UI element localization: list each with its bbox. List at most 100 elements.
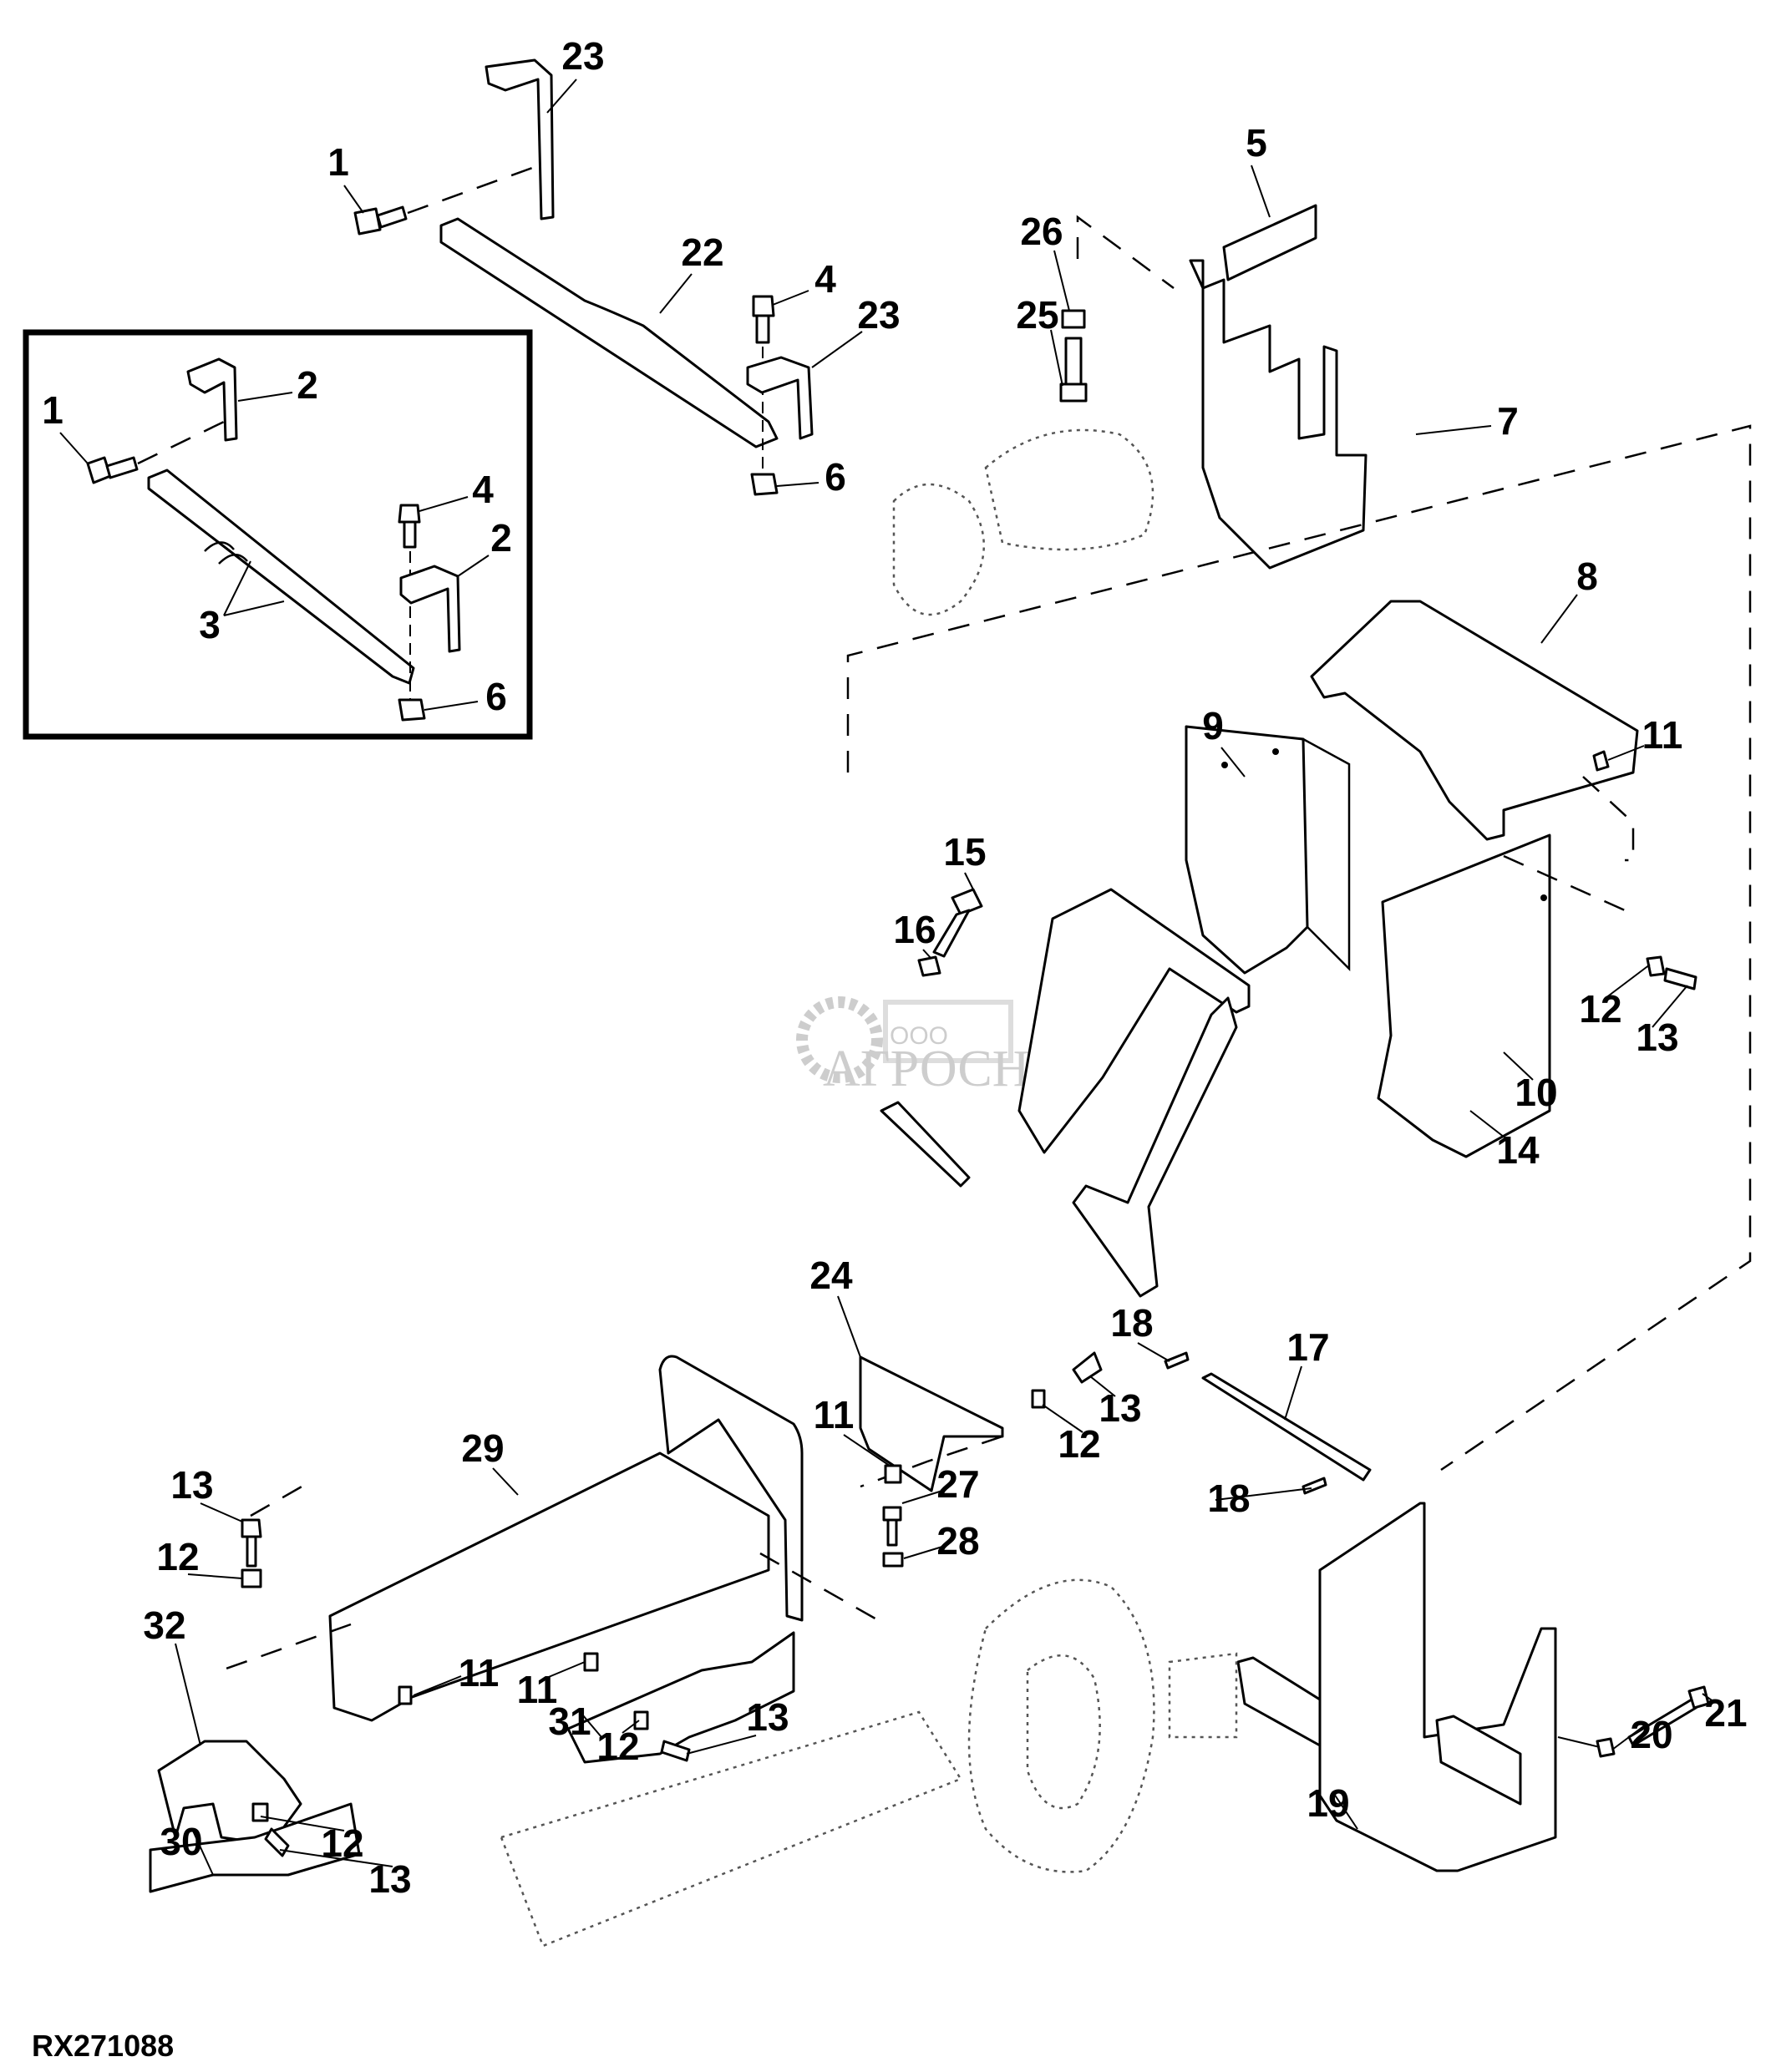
bolt-13-head <box>241 1518 262 1538</box>
callout-11[interactable]: 11 <box>517 1668 558 1711</box>
hole <box>1540 894 1547 901</box>
frame-14-top <box>1017 888 1251 1154</box>
ghosted-gearbox <box>967 1578 1155 1873</box>
bolt-13 <box>264 1827 290 1857</box>
bolt-15-head <box>951 888 983 916</box>
frame-14-foot <box>880 1101 971 1188</box>
panel-9 <box>1185 725 1309 975</box>
shield-31 <box>566 1631 795 1764</box>
callout-24[interactable]: 24 <box>809 1254 853 1297</box>
callout-11[interactable]: 11 <box>814 1393 855 1436</box>
callout-13[interactable]: 13 <box>368 1857 411 1901</box>
callout-30[interactable]: 30 <box>160 1820 202 1863</box>
callout-leaders <box>59 79 1715 1876</box>
ghosted-driveline <box>892 428 1154 616</box>
clip-nut-11 <box>583 1652 599 1672</box>
callout-27[interactable]: 27 <box>936 1462 979 1506</box>
washer-12 <box>1646 955 1666 977</box>
shield-29-flange <box>658 1355 804 1622</box>
inset-frame <box>23 329 533 740</box>
ghosted-flange <box>1168 1652 1238 1739</box>
strap-3 <box>147 469 415 685</box>
callout-6[interactable]: 6 <box>485 675 507 718</box>
callout-21[interactable]: 21 <box>1704 1691 1747 1735</box>
callout-8[interactable]: 8 <box>1576 555 1598 598</box>
callout-28[interactable]: 28 <box>936 1519 979 1563</box>
washer-12 <box>251 1802 269 1822</box>
bolt-27-shank <box>886 1518 898 1547</box>
callout-14[interactable]: 14 <box>1496 1128 1540 1172</box>
callout-16[interactable]: 16 <box>893 908 936 951</box>
callout-11[interactable]: 11 <box>459 1651 500 1695</box>
callout-29[interactable]: 29 <box>461 1426 504 1470</box>
callout-32[interactable]: 32 <box>143 1603 185 1647</box>
nut-6-top <box>750 473 779 496</box>
gear-icon <box>796 996 883 1083</box>
callout-31[interactable]: 31 <box>548 1700 591 1743</box>
guard-5 <box>1222 204 1317 281</box>
callout-18[interactable]: 18 <box>1110 1301 1153 1345</box>
bolt-1-top-head <box>353 207 382 236</box>
callout-13[interactable]: 13 <box>1099 1386 1141 1430</box>
callout-12[interactable]: 12 <box>596 1725 639 1768</box>
assembly-line <box>1076 215 1175 290</box>
callout-4[interactable]: 4 <box>814 257 836 301</box>
washer-26 <box>1061 309 1086 329</box>
callout-12[interactable]: 12 <box>1058 1422 1100 1466</box>
callout-2[interactable]: 2 <box>490 516 512 560</box>
callout-12[interactable]: 12 <box>156 1535 199 1578</box>
callout-17[interactable]: 17 <box>1286 1325 1329 1369</box>
callout-23[interactable]: 23 <box>857 293 900 337</box>
callout-4[interactable]: 4 <box>472 468 494 511</box>
callout-25[interactable]: 25 <box>1016 293 1058 337</box>
ghosted-axle <box>500 1578 1238 1948</box>
callout-7[interactable]: 7 <box>1497 399 1519 443</box>
bracket-19 <box>1318 1502 1557 1872</box>
bolt-13-shank <box>246 1535 257 1568</box>
callout-19[interactable]: 19 <box>1307 1781 1349 1825</box>
callout-12[interactable]: 12 <box>321 1821 363 1865</box>
panel-10 <box>1377 833 1551 1158</box>
rod-17 <box>1201 1372 1372 1482</box>
nut-16 <box>917 955 941 977</box>
bolt-4-top-shank <box>755 314 770 344</box>
callout-6[interactable]: 6 <box>825 455 846 499</box>
bolt-13 <box>1663 967 1697 990</box>
callout-26[interactable]: 26 <box>1020 210 1063 253</box>
support-bar-22 <box>439 217 779 448</box>
cover-8 <box>1310 600 1639 841</box>
bolt-21-head <box>1687 1685 1710 1710</box>
callout-1[interactable]: 1 <box>42 388 63 432</box>
assembly-line <box>137 420 225 465</box>
callout-10[interactable]: 10 <box>1515 1071 1557 1114</box>
shield-7 <box>1189 259 1368 570</box>
inset-assembly <box>86 357 461 722</box>
callout-3[interactable]: 3 <box>199 603 221 646</box>
callout-12[interactable]: 12 <box>1579 987 1621 1031</box>
panel-edge <box>1302 737 1351 972</box>
bolt-4-head <box>398 504 421 524</box>
callout-13[interactable]: 13 <box>1636 1016 1678 1059</box>
pin-18-lower <box>1302 1477 1327 1495</box>
callout-15[interactable]: 15 <box>943 830 986 874</box>
callout-1[interactable]: 1 <box>327 140 349 184</box>
assembly-envelope-line <box>846 424 1752 1472</box>
combine-harvester-icon <box>883 1000 1013 1063</box>
clip-nut-11 <box>884 1464 902 1484</box>
callout-20[interactable]: 20 <box>1630 1713 1672 1756</box>
washer-12-right <box>1031 1389 1046 1409</box>
bracket-23-upper <box>485 58 555 220</box>
washer-20 <box>1596 1737 1616 1758</box>
bolt-13-right <box>1072 1351 1103 1384</box>
callout-5[interactable]: 5 <box>1246 121 1267 165</box>
callout-13[interactable]: 13 <box>746 1695 789 1739</box>
callout-23[interactable]: 23 <box>561 34 604 78</box>
clip-nut-11 <box>398 1685 413 1705</box>
callout-9[interactable]: 9 <box>1202 704 1224 747</box>
ghosted-gear <box>1026 1654 1101 1810</box>
callout-18[interactable]: 18 <box>1207 1477 1250 1520</box>
callout-22[interactable]: 22 <box>681 231 723 274</box>
callout-2[interactable]: 2 <box>297 363 318 407</box>
callout-13[interactable]: 13 <box>170 1463 213 1507</box>
callout-11[interactable]: 11 <box>1642 713 1683 757</box>
